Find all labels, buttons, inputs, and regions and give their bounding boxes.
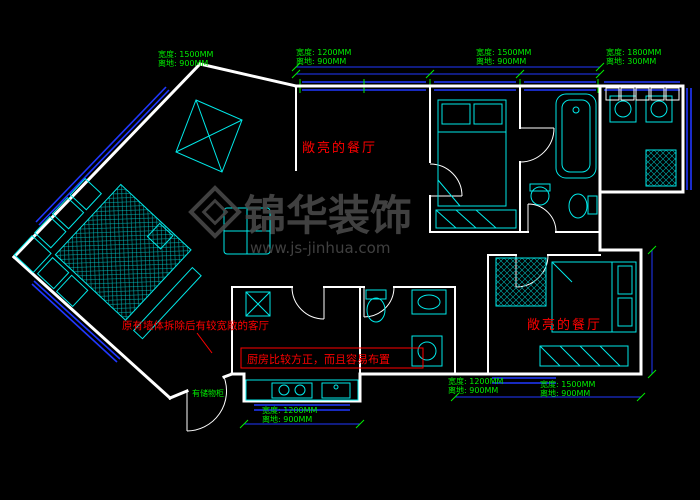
annotation-layer: 敞亮的餐厅 原有墙体拆除后有较宽敞的客厅 厨房比较方正，而且容易布置 敞亮的餐厅 bbox=[122, 140, 602, 369]
bed-bottom-bedroom bbox=[495, 257, 637, 367]
bathroom1-bottom-door-arc bbox=[527, 203, 557, 233]
washer-mid-bath bbox=[411, 335, 443, 367]
washbasin-mid-bath bbox=[411, 289, 447, 315]
toilet-right-bath bbox=[568, 193, 598, 219]
partition-layer bbox=[231, 85, 601, 375]
kitchen-counter bbox=[245, 291, 359, 401]
dim-bedroom-bottom-width: 宽度: 1500MM bbox=[540, 379, 595, 389]
bathroom2-door-arc bbox=[363, 286, 395, 318]
kitchen-annotation: 厨房比较方正，而且容易布置 bbox=[247, 352, 390, 366]
storage-note: 有储物柜 bbox=[192, 388, 224, 398]
living-room-annotation: 原有墙体拆除后有较宽敞的客厅 bbox=[122, 319, 269, 332]
dim-topleft-height: 离地: 900MM bbox=[158, 58, 208, 68]
dining-room-annotation: 敞亮的餐厅 bbox=[302, 140, 377, 156]
dim-balcony-width: 宽度: 1800MM bbox=[606, 47, 661, 57]
watermark-logo-icon bbox=[188, 185, 242, 239]
toilet-mid-bath bbox=[365, 289, 387, 323]
dimension-layer bbox=[244, 66, 653, 425]
dim-bedroom-bottom-height: 离地: 900MM bbox=[540, 388, 590, 398]
bedroom-annotation: 敞亮的餐厅 bbox=[527, 317, 602, 333]
bathroom1-door-arc bbox=[519, 127, 555, 163]
bed-top-bedroom bbox=[435, 99, 517, 229]
window-layer bbox=[31, 81, 692, 411]
dim-bath-bottom-width: 宽度: 1200MM bbox=[448, 376, 503, 386]
balcony-appliances bbox=[609, 95, 677, 187]
watermark-brand: 锦华装饰 bbox=[244, 191, 412, 240]
dim-topright-width: 宽度: 1500MM bbox=[476, 47, 531, 57]
washbasin-right-bath bbox=[529, 183, 551, 206]
dim-kitchen-height: 离地: 900MM bbox=[262, 414, 312, 424]
bathtub bbox=[555, 93, 597, 179]
dim-bath-bottom-height: 离地: 900MM bbox=[448, 385, 498, 395]
entry-wardrobe bbox=[175, 99, 243, 173]
dim-topleft-width: 宽度: 1500MM bbox=[158, 49, 213, 59]
living-annotation-leader bbox=[196, 332, 213, 354]
dim-topmid-height: 离地: 900MM bbox=[296, 56, 346, 66]
dimension-text-layer: 宽度: 1500MM 离地: 900MM 宽度: 1200MM 离地: 900M… bbox=[158, 47, 661, 424]
wall-layer bbox=[11, 61, 685, 403]
dim-topmid-width: 宽度: 1200MM bbox=[296, 47, 351, 57]
kitchen-door-arc bbox=[291, 286, 325, 320]
watermark-site: www.js-jinhua.com bbox=[250, 239, 390, 257]
dim-topright-height: 离地: 900MM bbox=[476, 56, 526, 66]
entry-door-arc bbox=[186, 376, 228, 432]
watermark: 锦华装饰 www.js-jinhua.com bbox=[188, 185, 412, 257]
furniture-layer bbox=[13, 93, 677, 401]
dining-table bbox=[223, 207, 271, 255]
dim-balcony-height: 离地: 300MM bbox=[606, 56, 656, 66]
bedroom1-door-arc bbox=[429, 163, 463, 197]
dim-kitchen-width: 宽度: 1200MM bbox=[262, 405, 317, 415]
kitchen-annotation-box bbox=[240, 347, 424, 369]
closet-boxes bbox=[605, 87, 680, 101]
living-room-sofa-set bbox=[13, 177, 202, 340]
